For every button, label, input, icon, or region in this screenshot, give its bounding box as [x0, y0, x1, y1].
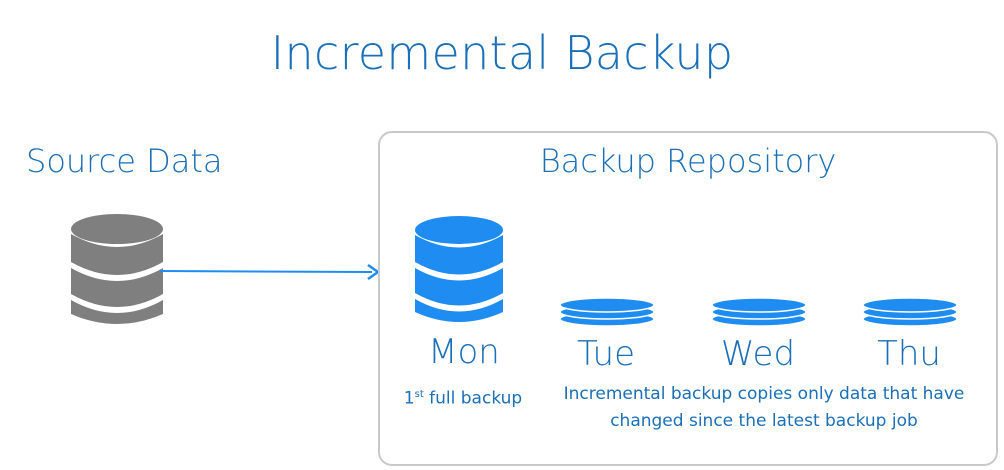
incremental-backup-tue-icon — [559, 297, 655, 327]
incremental-backup-wed-icon — [711, 297, 807, 327]
incremental-caption-line-1: Incremental backup copies only data that… — [563, 384, 965, 404]
incremental-backup-thu-icon — [862, 297, 958, 327]
source-database-icon — [71, 214, 163, 324]
day-label-thu: Thu — [877, 334, 941, 374]
full-backup-caption: 1st full backup — [403, 388, 523, 409]
incremental-caption-line-2: changed since the latest backup job — [610, 411, 918, 431]
diagram-title: Incremental Backup — [270, 26, 734, 80]
source-data-label: Source Data — [26, 142, 223, 180]
backup-repository-box — [378, 131, 998, 466]
incremental-backup-caption: Incremental backup copies only data that… — [542, 381, 986, 435]
backup-repository-label: Backup Repository — [539, 142, 837, 180]
backup-flow-arrow — [160, 263, 381, 281]
full-backup-database-icon — [415, 216, 503, 322]
day-label-wed: Wed — [720, 334, 796, 374]
day-label-mon: Mon — [428, 332, 500, 372]
day-label-tue: Tue — [576, 334, 636, 374]
